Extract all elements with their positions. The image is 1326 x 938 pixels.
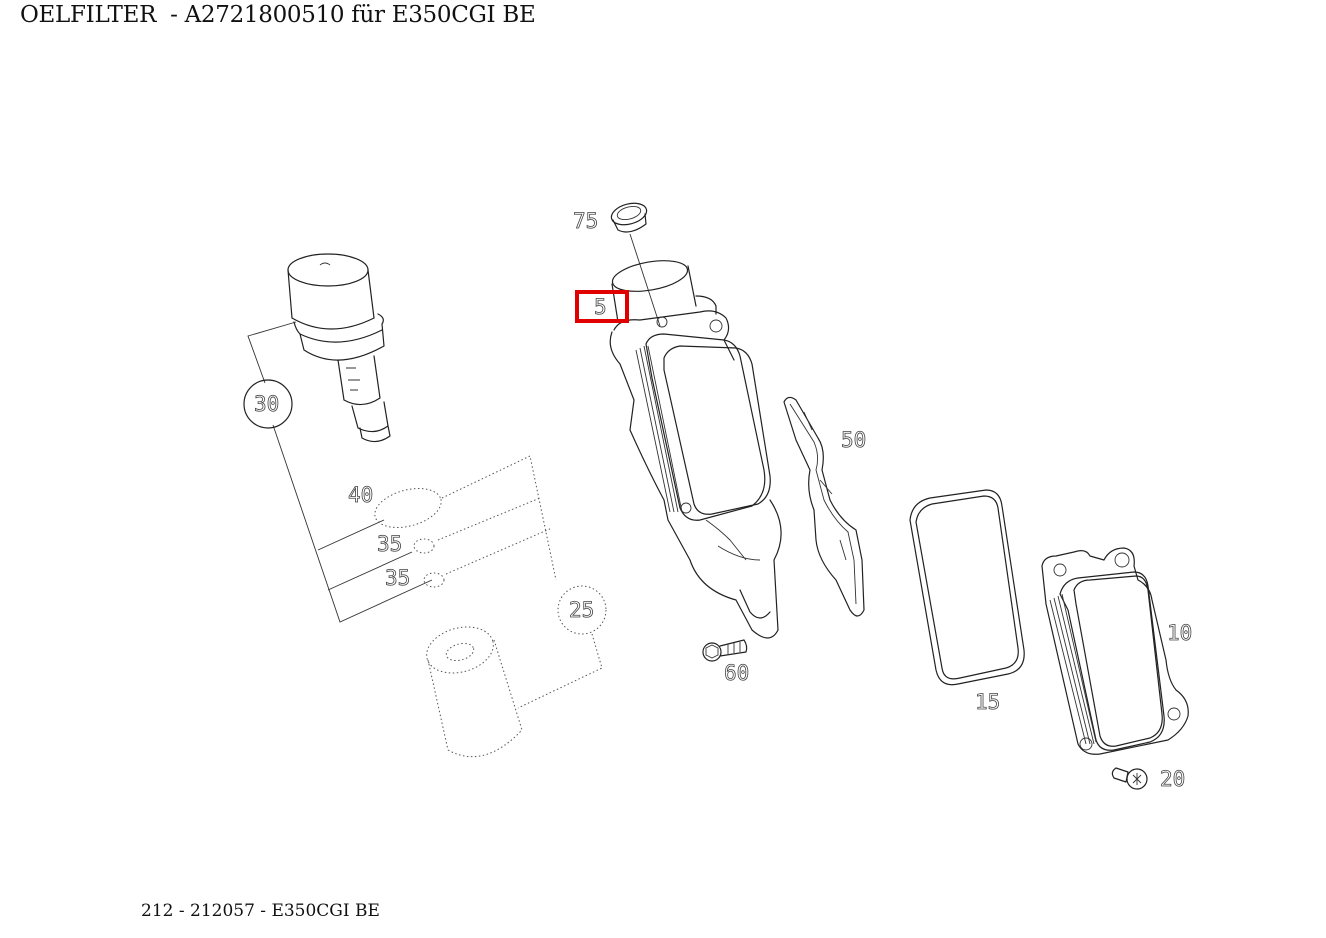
- diagram-caption: 212 - 212057 - E350CGI BE: [141, 901, 380, 921]
- part-20-screw[interactable]: [1111, 767, 1148, 790]
- callout-circle-30: [243, 379, 293, 429]
- part-10-oil-cooler[interactable]: [1041, 547, 1189, 755]
- callout-50[interactable]: 50: [841, 428, 867, 453]
- callout-5[interactable]: 5: [594, 295, 607, 320]
- part-15-seal[interactable]: [909, 489, 1025, 686]
- callout-30[interactable]: 30: [254, 392, 280, 417]
- callout-20[interactable]: 20: [1160, 767, 1186, 792]
- page-title: OELFILTER - A2721800510 für E350CGI BE: [20, 2, 536, 28]
- part-60-bolt[interactable]: [702, 639, 748, 662]
- highlight-box-part-5[interactable]: [575, 290, 629, 323]
- callout-35-upper[interactable]: 35: [377, 532, 403, 557]
- callout-25[interactable]: 25: [569, 598, 595, 623]
- callout-75[interactable]: 75: [573, 209, 599, 234]
- leader-line-75: [629, 233, 661, 327]
- callout-10[interactable]: 10: [1167, 621, 1193, 646]
- part-30-valve[interactable]: [287, 253, 391, 443]
- part-75-plug[interactable]: [609, 200, 649, 233]
- callout-15[interactable]: 15: [975, 690, 1001, 715]
- callout-40[interactable]: 40: [348, 483, 374, 508]
- callout-35-lower[interactable]: 35: [385, 566, 411, 591]
- callout-60[interactable]: 60: [724, 661, 750, 686]
- part-5-filter-housing[interactable]: [609, 256, 782, 639]
- leader-lines-30: [247, 321, 433, 623]
- part-50-gasket[interactable]: [783, 396, 865, 617]
- dotted-parts-group-25: [374, 455, 607, 758]
